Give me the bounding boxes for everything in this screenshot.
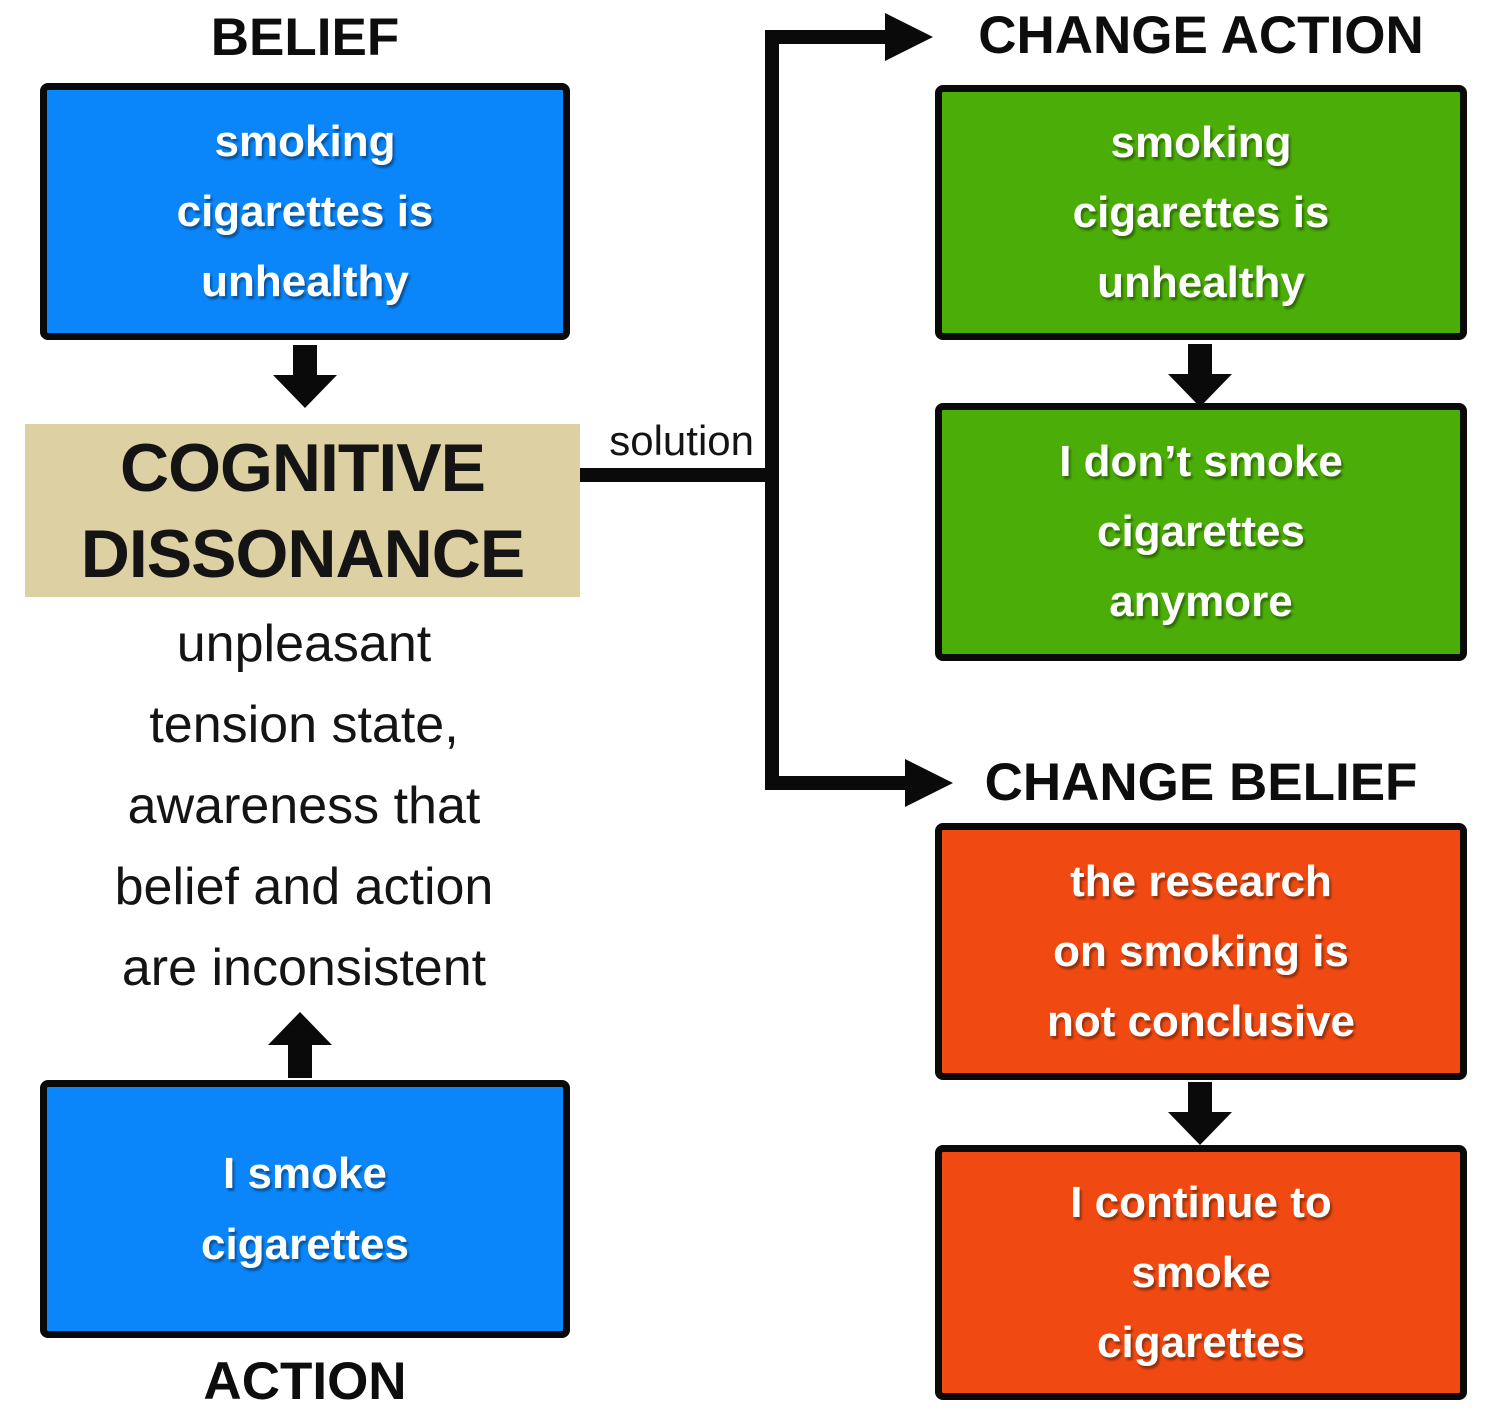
branch-top-line: [765, 30, 887, 44]
arrow-head: [1168, 1112, 1232, 1145]
arrow-down-belief-to-dissonance-icon: [273, 345, 337, 409]
arrow-stem: [1188, 344, 1212, 374]
branch-top-arrowhead-icon: [885, 13, 933, 61]
action-box: I smoke cigarettes: [40, 1080, 570, 1338]
arrow-head: [1168, 374, 1232, 407]
solution-label: solution: [609, 417, 754, 464]
branch-vertical-line: [765, 30, 779, 790]
arrow-down-change-action-icon: [1168, 344, 1232, 408]
solution-line: [580, 468, 770, 482]
arrow-up-action-to-dissonance-icon: [268, 1012, 332, 1078]
branch-bottom-line: [765, 776, 907, 790]
change-action-result-box: I don’t smoke cigarettes anymore: [935, 403, 1467, 661]
belief-box: smoking cigarettes is unhealthy: [40, 83, 570, 340]
change-action-heading: CHANGE ACTION: [978, 6, 1424, 65]
arrow-stem: [1188, 1082, 1212, 1112]
change-belief-result-box: I continue to smoke cigarettes: [935, 1145, 1467, 1400]
change-belief-box: the research on smoking is not conclusiv…: [935, 823, 1467, 1080]
arrow-head: [268, 1012, 332, 1045]
change-action-box: smoking cigarettes is unhealthy: [935, 85, 1467, 340]
cognitive-dissonance-box: COGNITIVE DISSONANCE: [25, 424, 580, 597]
arrow-stem: [288, 1044, 312, 1078]
dissonance-description: unpleasant tension state, awareness that…: [114, 615, 494, 997]
branch-bottom-arrowhead-icon: [905, 759, 953, 807]
arrow-down-change-belief-icon: [1168, 1082, 1232, 1146]
action-heading: ACTION: [203, 1352, 407, 1411]
change-belief-heading: CHANGE BELIEF: [984, 753, 1418, 812]
belief-heading: BELIEF: [210, 8, 400, 67]
arrow-head: [273, 375, 337, 408]
arrow-stem: [293, 345, 317, 375]
